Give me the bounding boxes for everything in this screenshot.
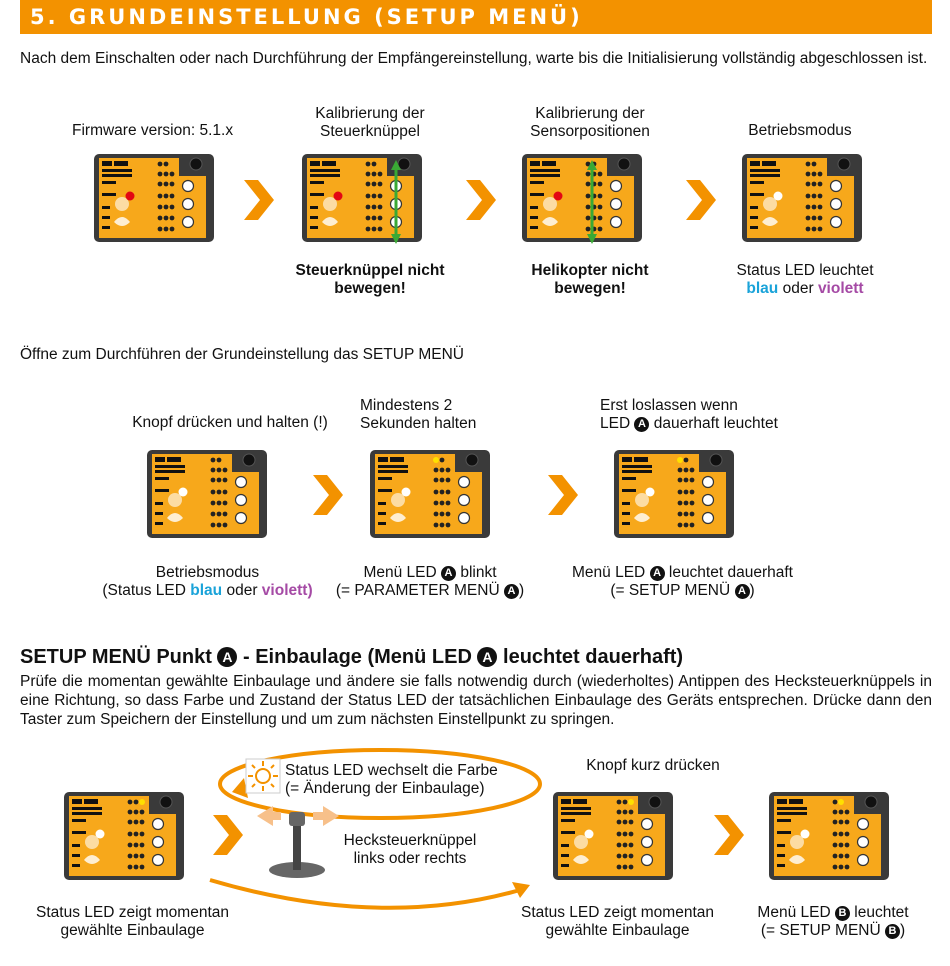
open-menu-text: Öffne zum Durchführen der Grundeinstellu… — [20, 346, 464, 363]
device-image — [146, 449, 268, 539]
row2-step1-top: Knopf drücken und halten (!) — [132, 414, 328, 431]
intro-text: Nach dem Einschalten oder nach Durchführ… — [20, 50, 928, 67]
device-image — [93, 153, 215, 243]
row2-step2-bottom: Menü LED A blinkt(= PARAMETER MENÜ A) — [335, 564, 525, 599]
device-image — [552, 791, 674, 881]
device-image — [768, 791, 890, 881]
arrow-right-icon — [244, 180, 274, 220]
arrow-right-icon — [213, 815, 243, 855]
arrow-right-icon — [714, 815, 744, 855]
sun-icon — [245, 758, 281, 794]
device-image — [63, 791, 185, 881]
arrow-right-icon — [313, 475, 343, 515]
page-title: 5. GRUNDEINSTELLUNG (SETUP MENÜ) — [30, 5, 583, 29]
arrow-right-icon — [466, 180, 496, 220]
joystick-icon — [257, 806, 339, 878]
device-image — [521, 153, 643, 244]
device-image — [613, 449, 735, 539]
arrow-right-icon — [548, 475, 578, 515]
section-text: Prüfe die momentan gewählte Einbaulage u… — [20, 673, 932, 728]
step4-top: Betriebsmodus — [748, 122, 852, 139]
red-led-icon — [125, 191, 135, 201]
loop-text: Status LED wechselt die Farbe(= Änderung… — [285, 762, 498, 797]
arrow-right-icon — [686, 180, 716, 220]
header-bar — [20, 0, 932, 34]
device-image — [369, 449, 491, 539]
row2-step3-bottom: Menü LED A leuchtet dauerhaft(= SETUP ME… — [572, 564, 793, 599]
device-image — [741, 153, 863, 243]
section-heading: SETUP MENÜ Punkt A - Einbaulage (Menü LE… — [20, 646, 684, 668]
row3-mid-top: Knopf kurz drücken — [586, 757, 720, 774]
row2-step1-bottom: Betriebsmodus(Status LED blau oder viole… — [102, 564, 313, 599]
loop-arrows — [209, 748, 542, 910]
row3-right-caption: Menü LED B leuchtet(= SETUP MENÜ B) — [757, 904, 909, 939]
firmware-label: Firmware version: 5.1.x — [72, 122, 234, 139]
device-image — [301, 153, 423, 244]
